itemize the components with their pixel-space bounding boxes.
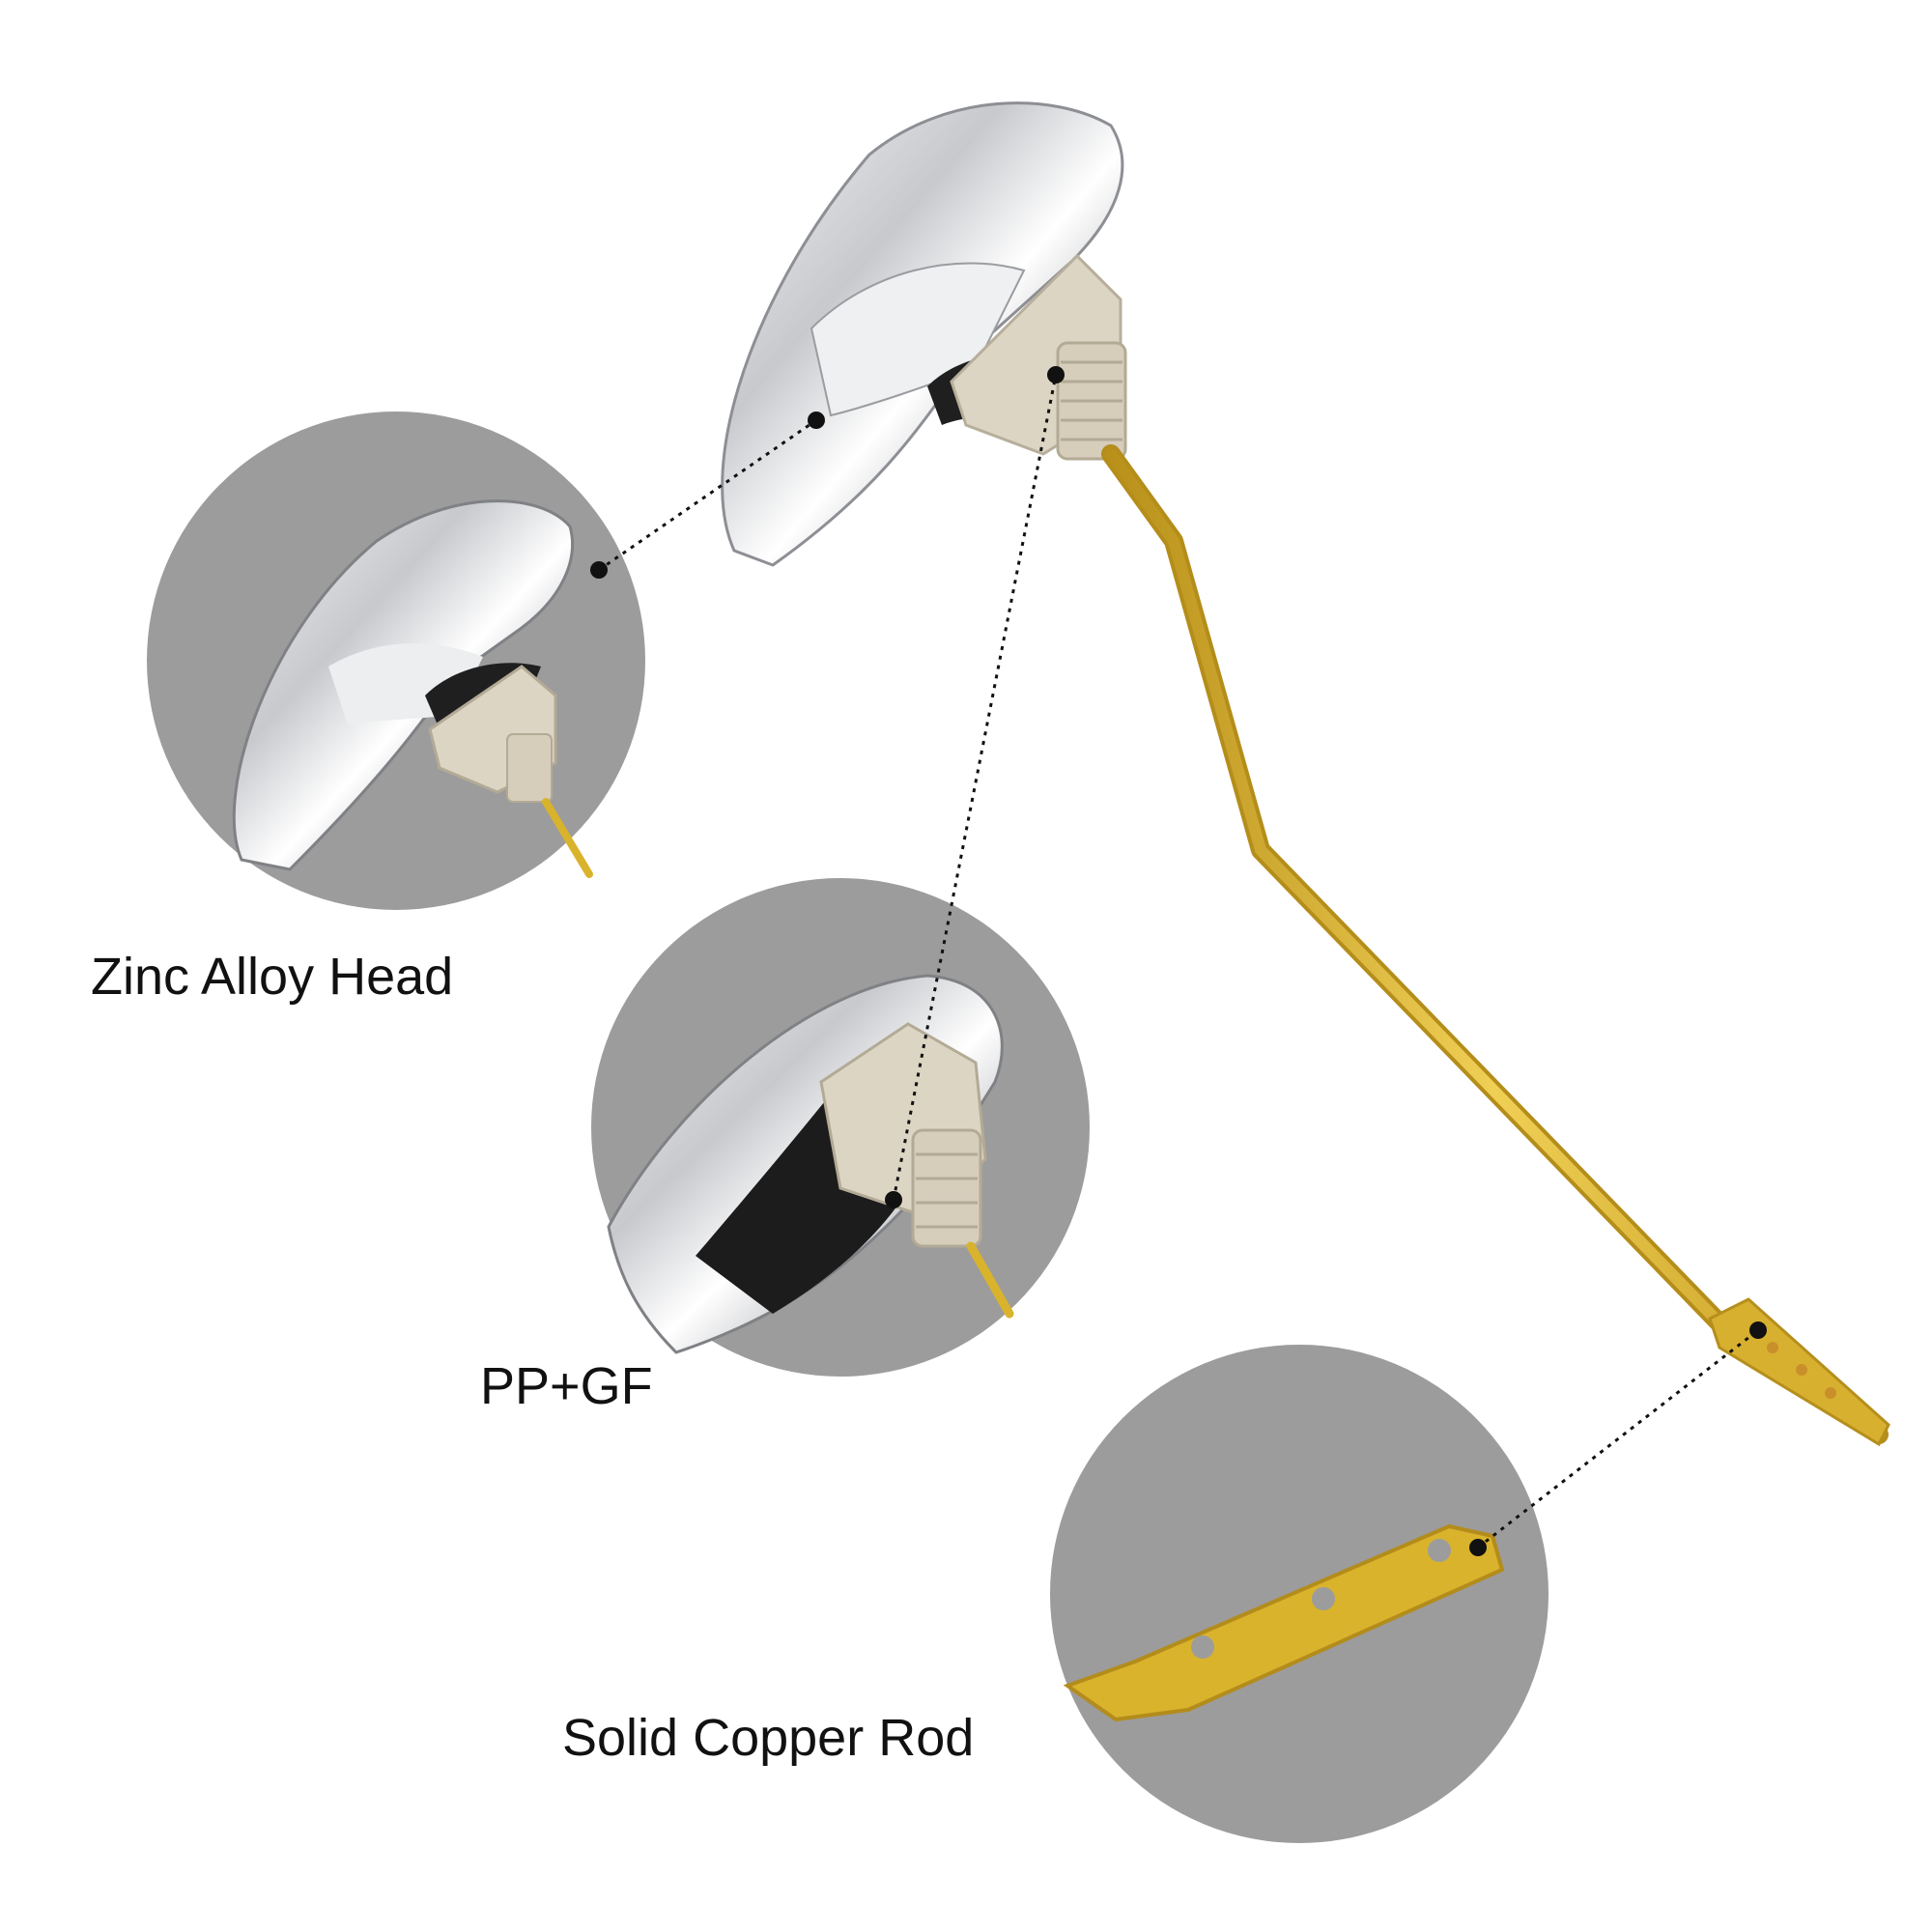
leader-dot-head-end	[808, 412, 825, 429]
label-zinc-alloy-head: Zinc Alloy Head	[91, 948, 454, 1006]
leader-dot-head-start	[590, 561, 608, 579]
leader-line-rod	[1477, 1328, 1759, 1549]
detail-circle-connector	[591, 878, 1090, 1377]
leader-dot-connector-end	[1047, 366, 1065, 384]
leader-dot-connector-start	[885, 1191, 902, 1208]
leader-dot-rod-start	[1469, 1539, 1487, 1556]
threaded-connector	[950, 253, 1127, 461]
detail-circle-rod	[1050, 1345, 1548, 1843]
leader-dots	[590, 366, 1767, 1556]
leader-lines	[598, 374, 1759, 1549]
label-pp-gf: PP+GF	[480, 1357, 653, 1415]
brass-rod	[1101, 444, 1890, 1447]
label-solid-copper-rod: Solid Copper Rod	[562, 1709, 975, 1767]
detail-circle-head	[147, 412, 645, 910]
leader-dot-rod-end	[1749, 1321, 1767, 1339]
